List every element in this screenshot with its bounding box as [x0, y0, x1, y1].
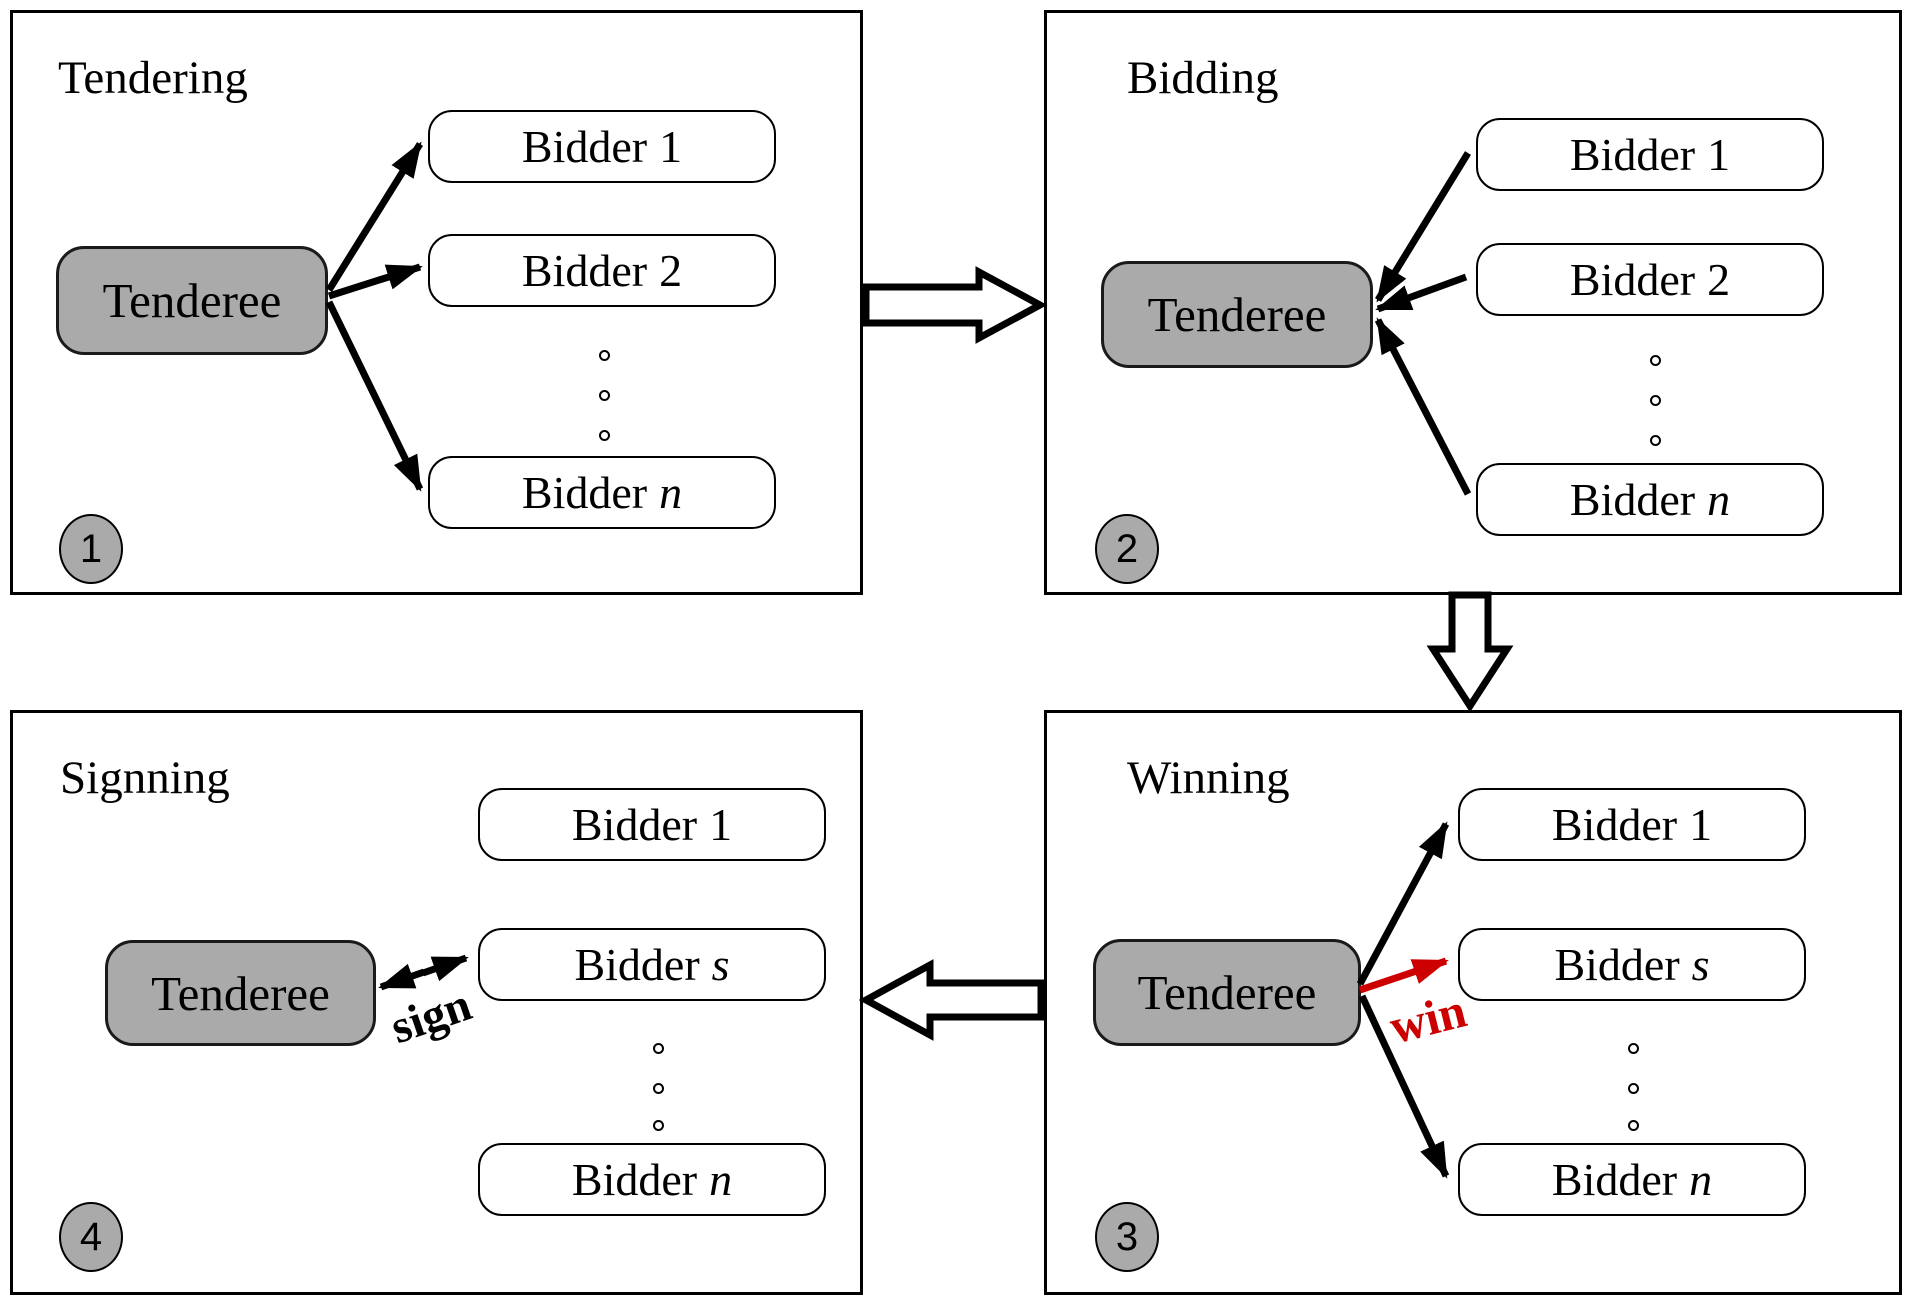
ellipsis-dot: [1628, 1120, 1639, 1131]
ellipsis-dot: [1628, 1083, 1639, 1094]
bidder-label: Bidder: [1569, 129, 1696, 180]
bidder-label: Bidder: [1554, 939, 1680, 990]
flow-arrow-right-icon: [862, 266, 1048, 344]
bidder-label: Bidder: [1569, 474, 1696, 525]
bidder-label: Bidder: [571, 799, 698, 850]
bidder-suffix: s: [1691, 939, 1710, 990]
ellipsis-dot: [1650, 355, 1661, 366]
step-number: 4: [79, 1214, 103, 1259]
tenderee-node: Tenderee: [105, 940, 376, 1046]
bidder-label: Bidder: [521, 245, 648, 296]
bidder-suffix: s: [711, 939, 730, 990]
ellipsis-dot: [1650, 435, 1661, 446]
bidder-label: Bidder: [1551, 1154, 1678, 1205]
panel-signning-title: Signning: [60, 752, 230, 804]
bidder-label: Bidder: [574, 939, 700, 990]
ellipsis-dot: [1628, 1043, 1639, 1054]
bidder-label: Bidder: [571, 1154, 698, 1205]
bidder-suffix: n: [659, 467, 683, 518]
bidder-suffix: 1: [709, 799, 733, 850]
tenderee-label: Tenderee: [1147, 287, 1327, 342]
ellipsis-dot: [599, 430, 610, 441]
step-badge: 2: [1095, 514, 1159, 584]
ellipsis-dot: [1650, 395, 1661, 406]
tenderee-node: Tenderee: [1101, 261, 1373, 368]
bidder-suffix: 2: [659, 245, 683, 296]
bidder-suffix: 1: [1689, 799, 1713, 850]
bidder-suffix: n: [1707, 474, 1731, 525]
bidder-suffix: n: [1689, 1154, 1713, 1205]
bidder-label: Bidder: [521, 467, 648, 518]
panel-tendering-title: Tendering: [58, 52, 248, 104]
step-number: 1: [79, 526, 103, 571]
tenderee-node: Tenderee: [1093, 939, 1361, 1046]
tenderee-label: Tenderee: [102, 273, 282, 328]
tenderee-label: Tenderee: [151, 965, 330, 1021]
flow-arrow-left-icon: [858, 959, 1045, 1041]
ellipsis-dot: [653, 1043, 664, 1054]
panel-bidding-title: Bidding: [1127, 52, 1279, 104]
tenderee-node: Tenderee: [56, 246, 328, 355]
bidder-label: Bidder: [521, 121, 648, 172]
panel-winning-title: Winning: [1127, 752, 1290, 804]
step-number: 2: [1115, 526, 1139, 571]
bidder-suffix: 1: [1707, 129, 1731, 180]
ellipsis-dot: [653, 1120, 664, 1131]
step-badge: 4: [59, 1202, 123, 1272]
flow-arrow-down-icon: [1426, 591, 1514, 713]
tenderee-label: Tenderee: [1137, 965, 1317, 1020]
bidder-suffix: 1: [659, 121, 683, 172]
ellipsis-dot: [599, 350, 610, 361]
bidder-suffix: n: [709, 1154, 733, 1205]
step-badge: 1: [59, 514, 123, 584]
step-number: 3: [1115, 1214, 1139, 1259]
step-badge: 3: [1095, 1202, 1159, 1272]
ellipsis-dot: [599, 390, 610, 401]
bidder-label: Bidder: [1569, 254, 1696, 305]
bidder-label: Bidder: [1551, 799, 1678, 850]
ellipsis-dot: [653, 1083, 664, 1094]
bidder-suffix: 2: [1707, 254, 1731, 305]
